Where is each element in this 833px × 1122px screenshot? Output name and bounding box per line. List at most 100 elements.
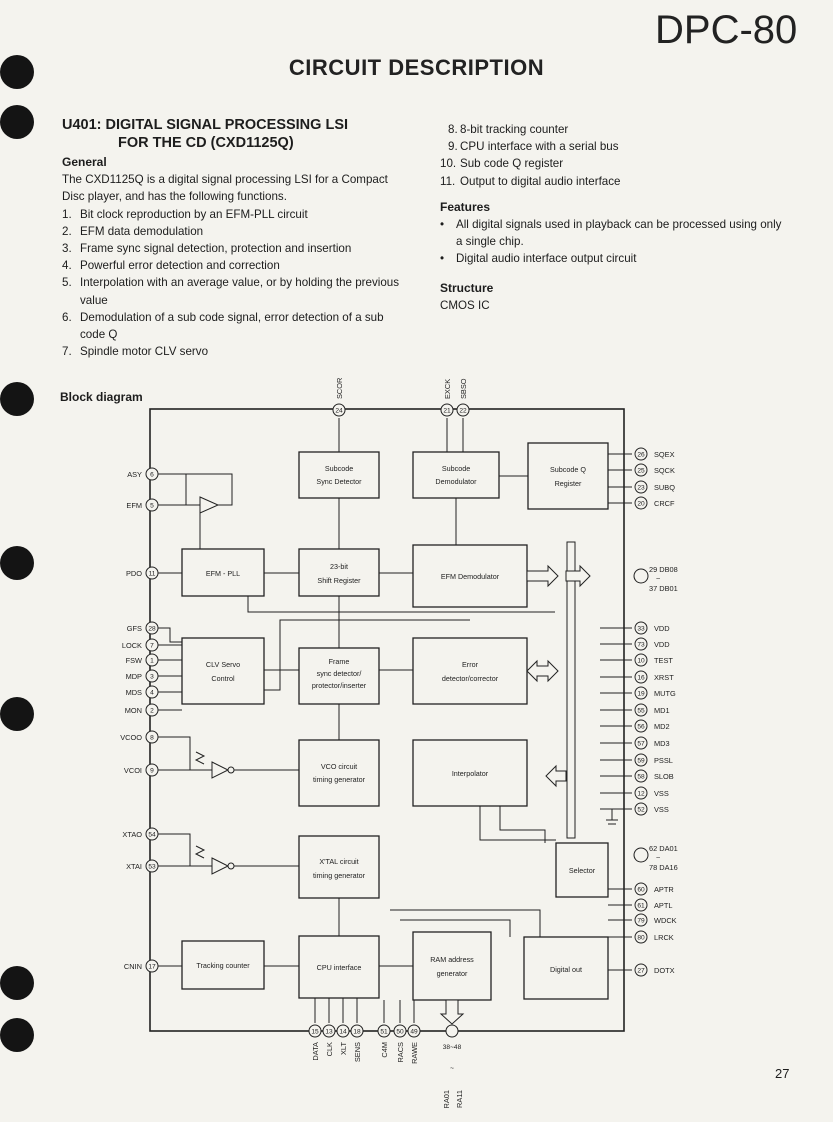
svg-text:22: 22 [459,408,467,415]
svg-text:detector/corrector: detector/corrector [442,674,499,683]
svg-text:SQCK: SQCK [654,466,675,475]
section-heading-line1: U401: DIGITAL SIGNAL PROCESSING LSI [62,117,349,133]
svg-text:62 DA01: 62 DA01 [649,844,678,853]
bus-db-pin: 29 DB08 ~ 37 DB01 [633,565,678,593]
svg-text:SBSO: SBSO [459,378,468,399]
svg-text:~: ~ [656,574,660,583]
svg-text:38~48: 38~48 [443,1044,462,1051]
list-item: 11.Output to digital audio interface [440,174,621,188]
svg-text:Interpolator: Interpolator [452,769,489,778]
svg-text:timing generator: timing generator [313,775,366,784]
svg-text:1: 1 [150,658,154,665]
svg-text:SLOB: SLOB [654,772,674,781]
svg-text:21: 21 [443,408,451,415]
binder-hole [0,697,34,731]
block-vco-circuit: VCO circuit timing generator [298,739,380,807]
structure-heading: Structure [440,280,494,295]
svg-text:4: 4 [150,690,154,697]
svg-text:59: 59 [637,758,645,765]
svg-text:~: ~ [656,853,660,862]
svg-text:11: 11 [149,571,156,578]
svg-text:5: 5 [150,503,154,510]
svg-text:Shift Register: Shift Register [317,576,361,585]
svg-text:PDO: PDO [126,569,142,578]
svg-text:2: 2 [150,708,154,715]
pin-pdo: 11 PDO [126,566,159,580]
list-item: 4.Powerful error detection and correctio… [62,259,280,273]
svg-text:23-bit: 23-bit [330,562,348,571]
svg-text:13: 13 [325,1029,333,1036]
svg-text:XLT: XLT [339,1042,348,1055]
svg-text:18: 18 [353,1029,361,1036]
svg-text:GFS: GFS [127,624,142,633]
svg-text:52: 52 [637,807,645,814]
svg-text:VCOI: VCOI [124,766,142,775]
svg-text:60: 60 [637,887,645,894]
svg-text:16: 16 [637,675,645,682]
block-efm-demodulator: EFM Demodulator [412,544,528,608]
binder-hole [0,382,34,416]
section-heading: U401: DIGITAL SIGNAL PROCESSING LSI FOR … [62,116,348,152]
svg-text:LRCK: LRCK [654,933,674,942]
svg-text:CPU interface: CPU interface [317,963,362,972]
svg-text:SCOR: SCOR [335,378,344,399]
list-item: 3.Frame sync signal detection, protectio… [62,242,352,256]
svg-text:RAWE: RAWE [410,1042,419,1064]
list-item: 7.Spindle motor CLV servo [62,345,209,359]
list-item: 6.Demodulation of a sub code signal, err… [62,310,384,342]
svg-text:79: 79 [637,918,645,925]
svg-text:8: 8 [150,735,154,742]
binder-hole [0,105,34,139]
pin-fsw: 1 FSW [126,653,159,667]
binder-hole [0,546,34,580]
svg-text:Sync Detector: Sync Detector [316,477,362,486]
svg-text:Frame: Frame [329,657,350,666]
block-error-corrector: Error detector/corrector [412,637,528,705]
svg-text:Register: Register [555,479,582,488]
list-item: 5.Interpolation with an average value, o… [62,276,400,307]
svg-text:14: 14 [339,1029,347,1036]
svg-text:MD1: MD1 [654,706,670,715]
list-item: 2.EFM data demodulation [62,224,204,238]
svg-text:29 DB08: 29 DB08 [649,565,678,574]
svg-text:EFM Demodulator: EFM Demodulator [441,572,500,581]
svg-text:SENS: SENS [353,1042,362,1062]
internal-data-bus [566,541,576,839]
list-item: 10.Sub code Q register [440,157,564,171]
svg-text:VCOO: VCOO [120,733,142,742]
wiring [158,418,632,1023]
svg-text:CLV Servo: CLV Servo [206,660,240,669]
svg-text:C4M: C4M [380,1042,389,1058]
svg-text:49: 49 [410,1029,418,1036]
svg-text:CLK: CLK [325,1042,334,1056]
svg-text:25: 25 [637,468,645,475]
svg-text:53: 53 [148,864,156,871]
right-column: 8.8-bit tracking counter 9.CPU interface… [440,121,790,314]
page-number: 27 [775,1066,790,1081]
svg-text:FSW: FSW [126,656,142,665]
pin-sbso: 22 SBSO [456,378,470,417]
